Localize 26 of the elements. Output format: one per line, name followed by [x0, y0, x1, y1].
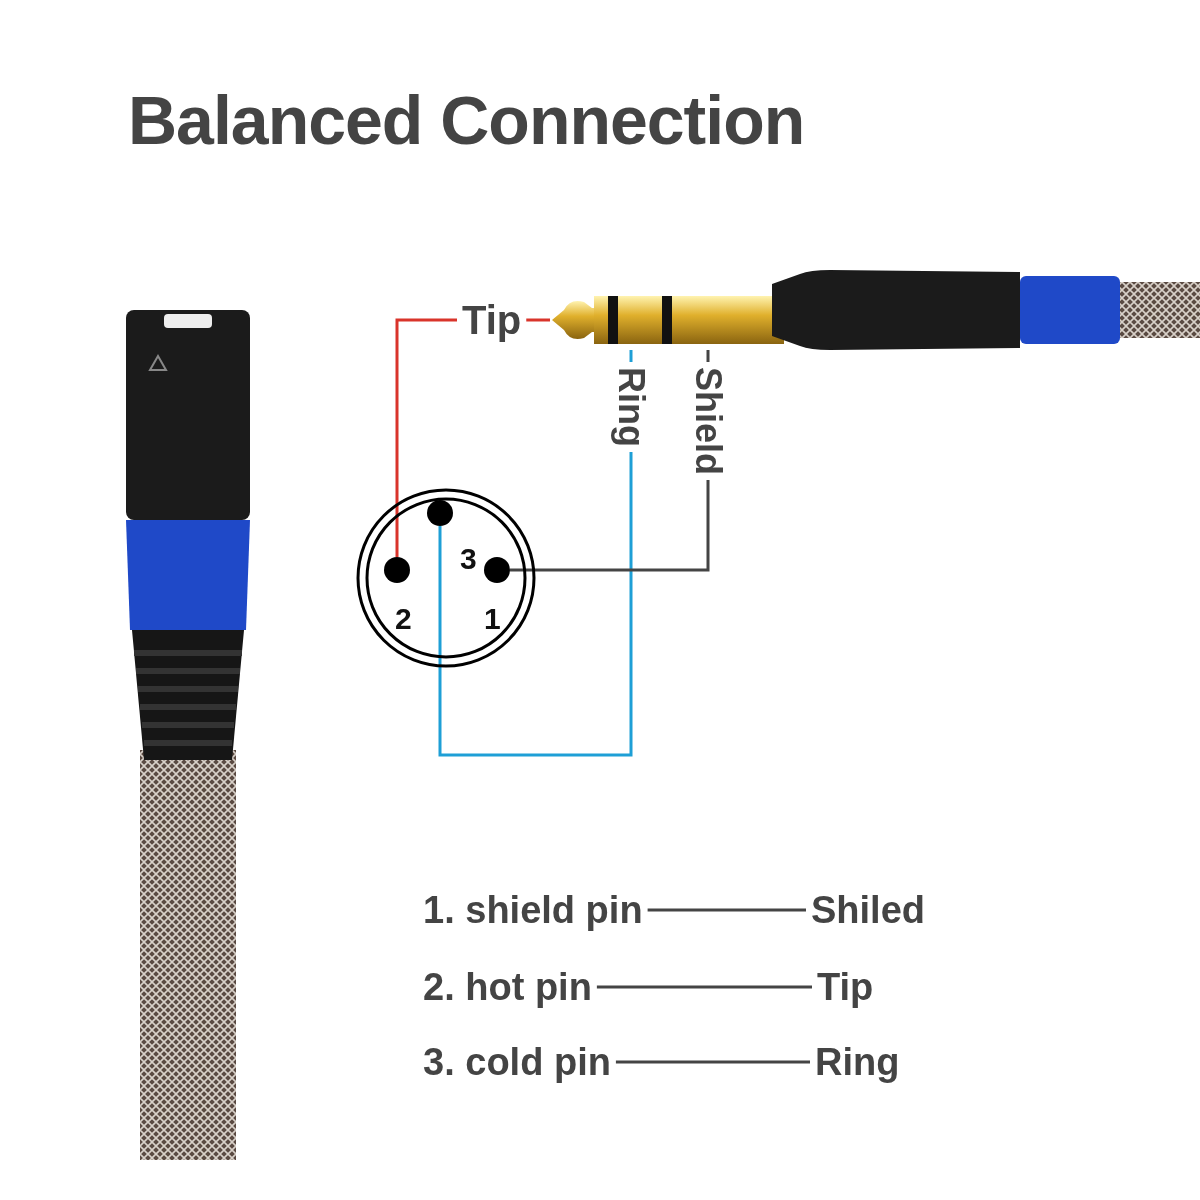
pin-dot — [384, 557, 410, 583]
pin-dot — [484, 557, 510, 583]
pin-number: 1 — [484, 604, 501, 634]
wire-label: Shield — [692, 362, 724, 481]
contact-label: Shiled — [806, 888, 931, 932]
contact-label: Ring — [810, 1040, 905, 1084]
wire — [395, 318, 457, 557]
pin-label: 1. shield pin — [418, 888, 648, 932]
wire — [438, 452, 633, 757]
pin-layout-circle — [356, 488, 536, 668]
title: Balanced Connection — [128, 81, 805, 160]
pin-label: 2. hot pin — [418, 965, 597, 1009]
wire — [647, 908, 806, 912]
wire-label: Tip — [457, 298, 527, 342]
wire — [596, 985, 812, 989]
wire — [526, 318, 550, 322]
wire — [510, 480, 710, 572]
pin-label: 3. cold pin — [418, 1040, 616, 1084]
pin-number: 2 — [395, 604, 412, 634]
wire — [706, 350, 710, 362]
pin-dot — [427, 500, 453, 526]
pin-number: 3 — [460, 544, 477, 574]
wire — [615, 1060, 810, 1064]
contact-label: Tip — [812, 965, 879, 1009]
wire — [629, 350, 633, 362]
jack-plug-drawing — [550, 270, 1200, 350]
